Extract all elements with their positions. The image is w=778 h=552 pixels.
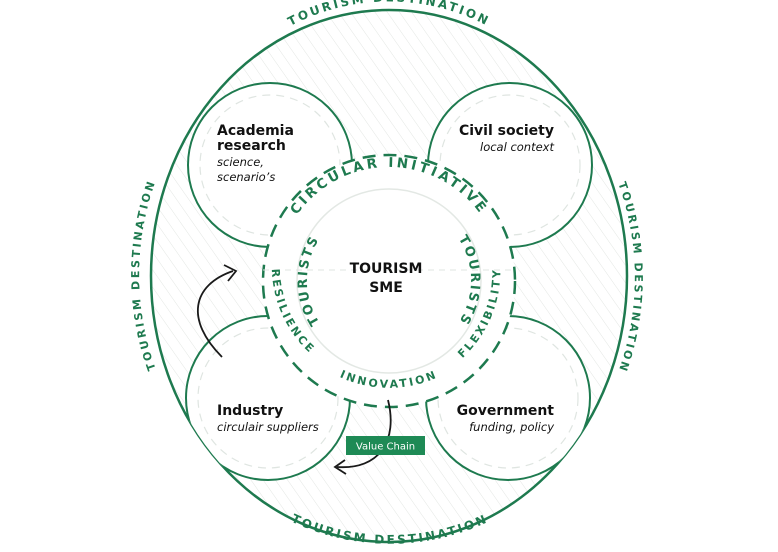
- stakeholder-government: Government funding, policy: [457, 403, 555, 434]
- stakeholder-subtitle: local context: [480, 140, 554, 154]
- stakeholder-subtitle: funding, policy: [469, 420, 554, 434]
- stakeholder-academia: Academia research science, scenario’s: [217, 123, 294, 184]
- stakeholder-title: Civil society: [459, 123, 554, 139]
- stakeholder-subtitle: circulair suppliers: [217, 420, 319, 434]
- center-title-line1: TOURISM: [350, 261, 423, 277]
- stakeholder-subtitle: science,: [217, 155, 264, 169]
- stakeholder-title: Industry: [217, 403, 283, 419]
- value-chain-label: Value Chain: [356, 442, 415, 453]
- stakeholder-industry: Industry circulair suppliers: [217, 403, 319, 434]
- tourists-ring: [296, 188, 482, 374]
- stakeholder-title: Academia: [217, 123, 294, 139]
- stakeholder-subtitle: scenario’s: [217, 170, 275, 184]
- value-chain-badge: Value Chain: [346, 436, 425, 455]
- stakeholder-title: research: [217, 138, 286, 154]
- stakeholder-title: Government: [457, 403, 555, 419]
- curved-arrow-icon: [197, 264, 238, 358]
- center-title-line2: SME: [369, 280, 403, 296]
- stakeholder-civil-society: Civil society local context: [459, 123, 555, 154]
